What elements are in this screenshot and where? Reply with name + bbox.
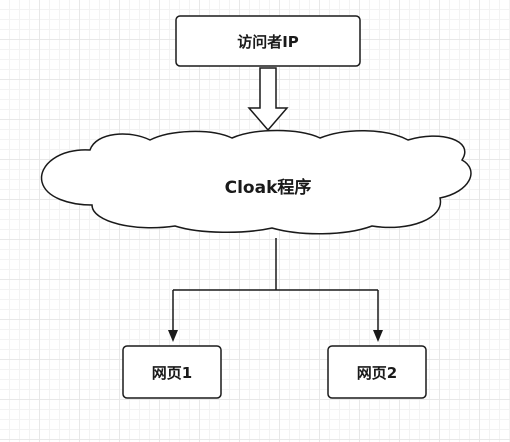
- arrowhead-left: [168, 330, 178, 342]
- page-1-box[interactable]: [122, 345, 222, 399]
- arrowhead-right: [373, 330, 383, 342]
- page-2-box[interactable]: [327, 345, 427, 399]
- cloak-program-label: Cloak程序: [225, 177, 312, 198]
- visitor-ip-label: 访问者IP: [237, 33, 299, 51]
- page-1-label: 网页1: [152, 364, 192, 382]
- block-arrow-down: [247, 67, 289, 132]
- page-2-label: 网页2: [357, 364, 397, 382]
- cloak-program-cloud[interactable]: [40, 129, 472, 235]
- visitor-ip-box[interactable]: [175, 15, 361, 67]
